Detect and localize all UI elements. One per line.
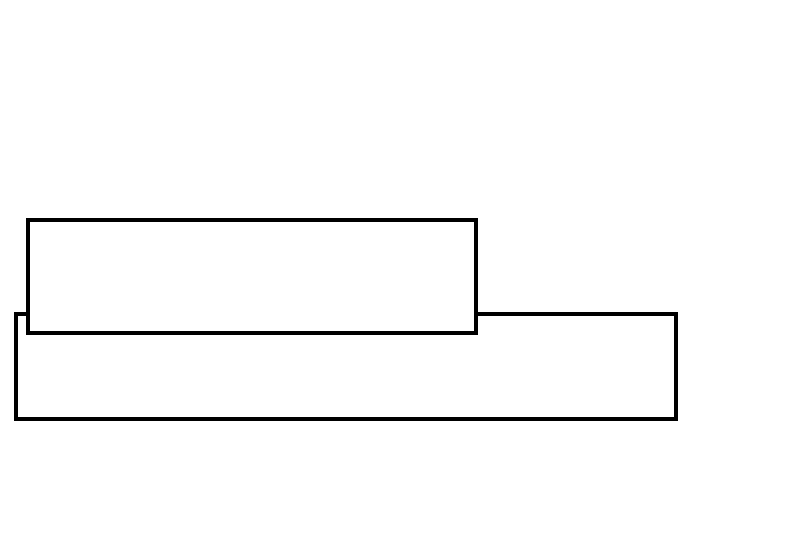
top-rectangle [26,218,478,335]
